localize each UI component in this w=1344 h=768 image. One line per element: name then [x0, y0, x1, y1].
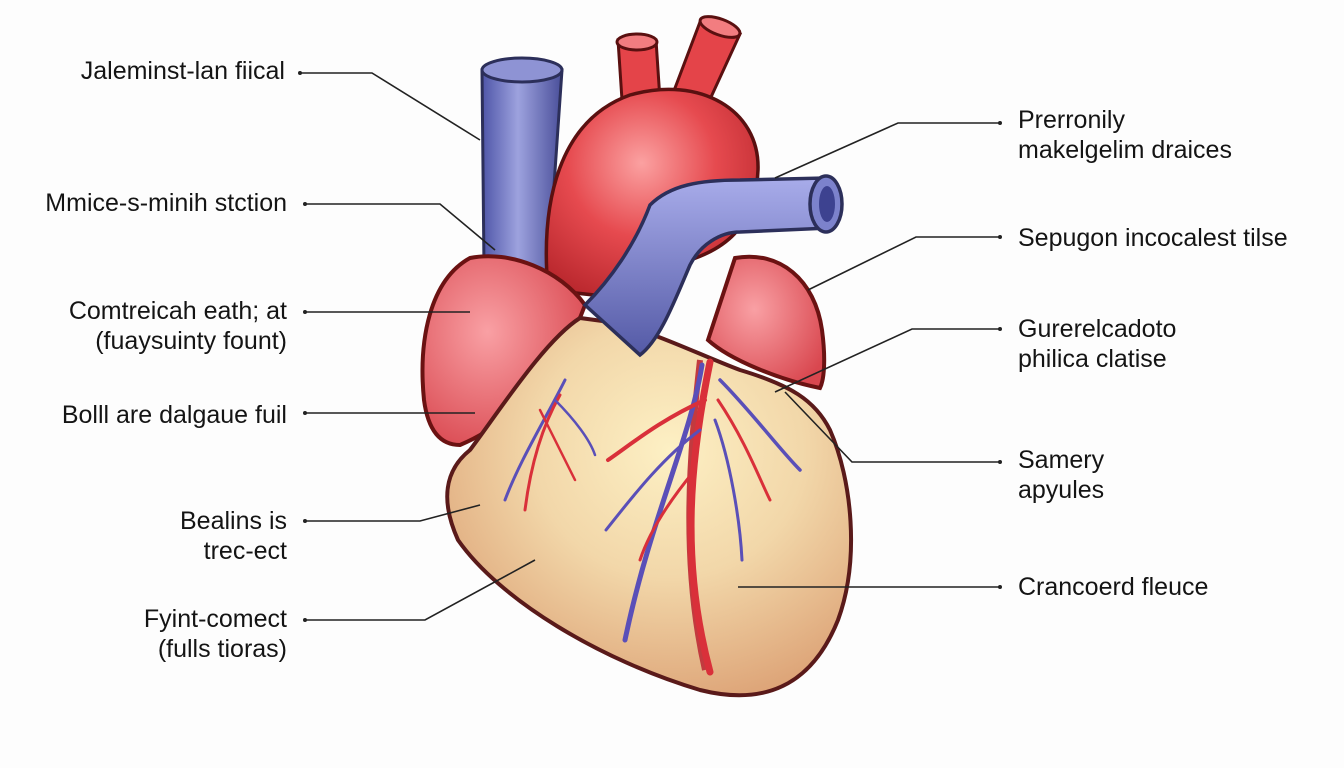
label-left-2: Mmice-s-minih stction	[45, 188, 287, 218]
superior-vena-cava-opening	[480, 56, 564, 84]
label-left-5-line-2: trec-ect	[203, 537, 287, 565]
label-left-3-line-1: Comtreicah eath; at	[68, 297, 287, 325]
label-right-4-line-2: apyules	[1018, 476, 1105, 504]
leader-line-l6	[305, 559, 536, 621]
label-right-4-line-1: Samery	[1018, 446, 1105, 474]
label-right-4: Samery apyules	[1018, 445, 1104, 505]
label-right-1-line-1: Prerronily	[1018, 106, 1125, 134]
leader-line-l1	[300, 72, 481, 141]
label-right-3-line-2: philica clatise	[1018, 345, 1167, 373]
label-left-6: Fyint-comect (fulls tioras)	[144, 604, 287, 664]
label-left-6-line-1: Fyint-comect	[143, 605, 287, 633]
atrium-right	[705, 254, 827, 391]
label-left-5-line-1: Bealins is	[180, 507, 287, 535]
leader-line-l2	[305, 203, 496, 251]
label-left-3: Comtreicah eath; at (fuaysuinty fount)	[69, 296, 287, 356]
label-left-1-line-1: Jaleminst-lan fiical	[80, 57, 285, 85]
leader-line-r3	[774, 328, 1000, 393]
label-right-2: Sepugon incocalest tilse	[1018, 223, 1288, 253]
leader-lines	[300, 72, 1000, 621]
leader-line-r1	[774, 122, 1000, 179]
label-left-4-line-1: Bolll are dalgaue fuil	[61, 401, 287, 429]
label-left-6-line-2: (fulls tioras)	[157, 635, 287, 663]
label-left-3-line-2: (fuaysuinty fount)	[95, 327, 287, 355]
label-right-3: Gurerelcadoto philica clatise	[1018, 314, 1176, 374]
atrium-left	[420, 254, 588, 448]
label-left-5: Bealins is trec-ect	[180, 506, 287, 566]
label-right-3-line-1: Gurerelcadoto	[1018, 315, 1177, 343]
label-left-2-line-1: Mmice-s-minih stction	[45, 189, 287, 217]
label-right-5-line-1: Crancoerd fleuce	[1018, 573, 1209, 601]
label-left-1: Jaleminst-lan fiical	[81, 56, 285, 86]
label-right-5: Crancoerd fleuce	[1018, 572, 1208, 602]
leader-line-l5	[305, 504, 481, 522]
label-right-1: Prerronily makelgelim draices	[1018, 105, 1232, 165]
label-right-1-line-2: makelgelim draices	[1018, 136, 1232, 164]
label-right-2-line-1: Sepugon incocalest tilse	[1018, 224, 1288, 252]
leader-line-r4	[784, 391, 1000, 463]
leader-line-r2	[807, 236, 1000, 291]
label-left-4: Bolll are dalgaue fuil	[62, 400, 287, 430]
coronary-vessels	[503, 358, 802, 676]
leader-dots	[298, 71, 1002, 622]
